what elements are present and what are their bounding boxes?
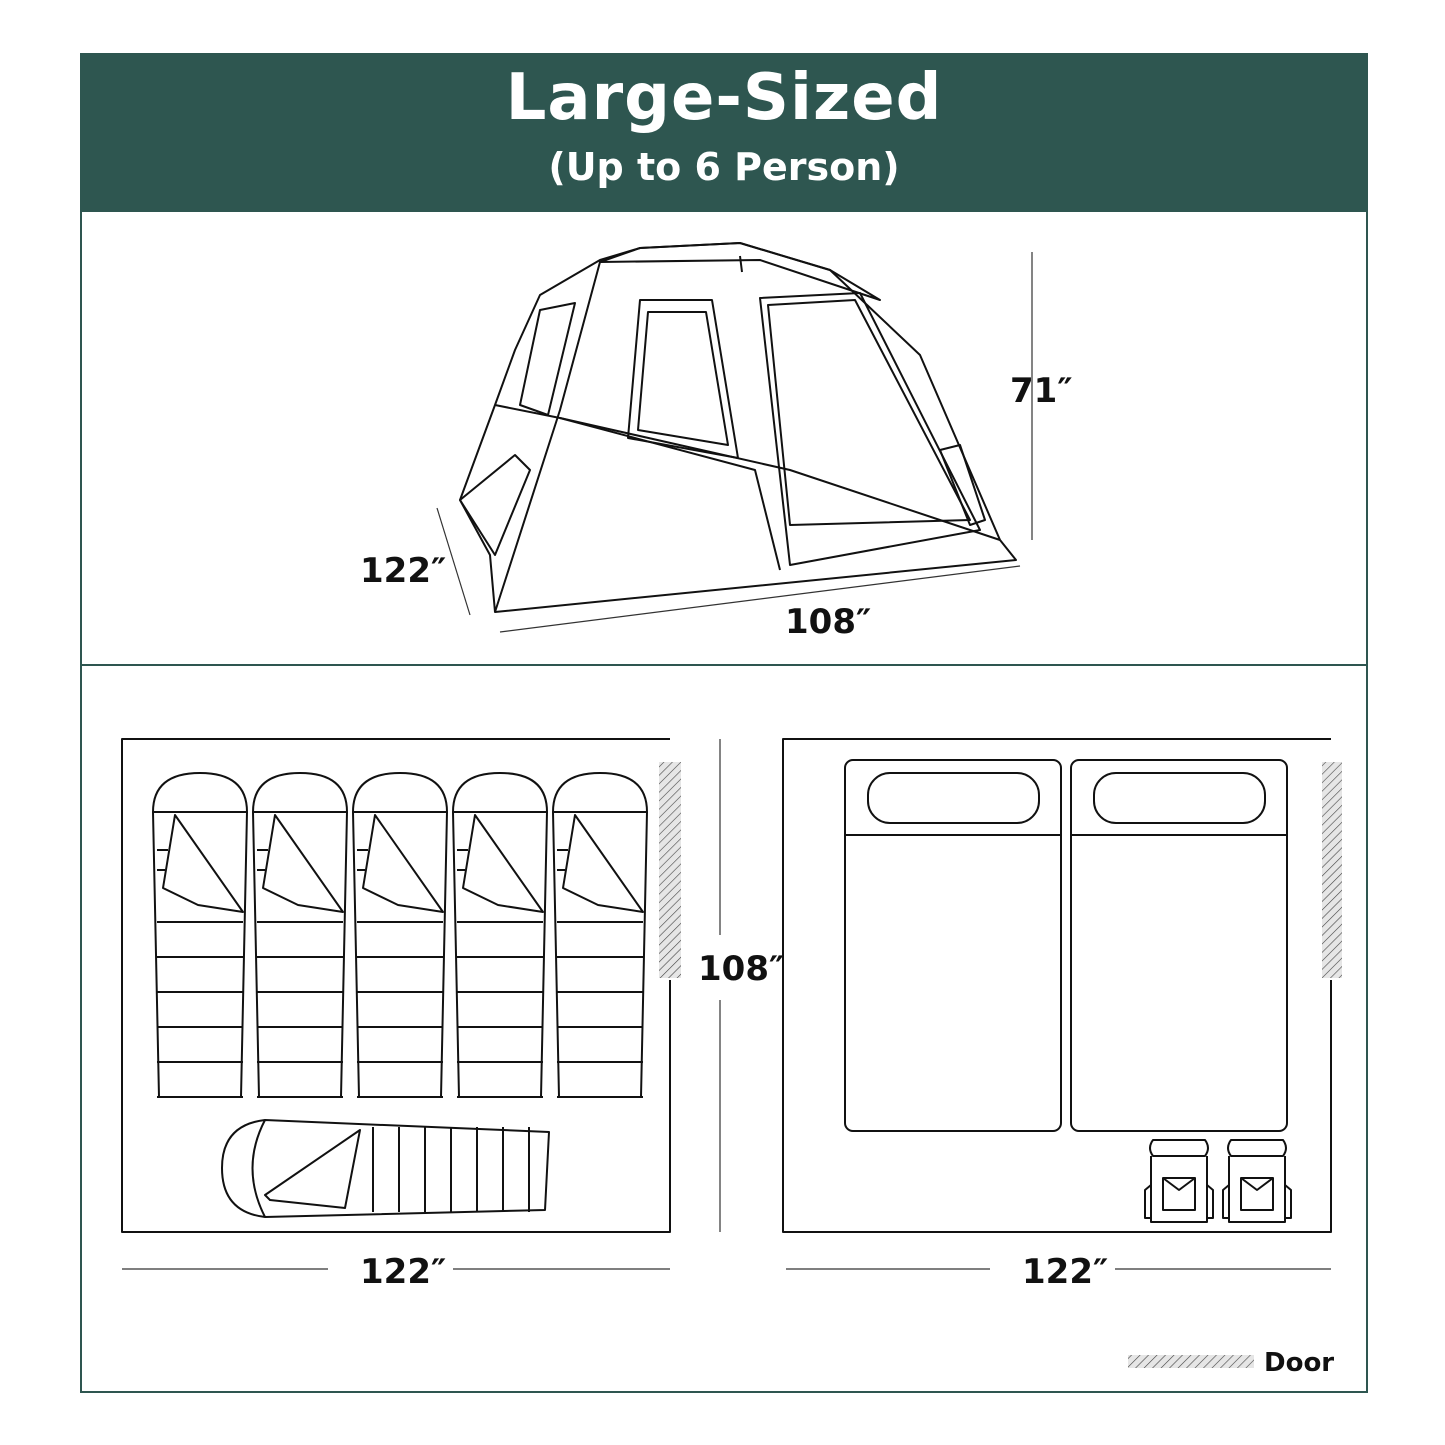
tent-illustration bbox=[459, 242, 1017, 613]
right-floor-width-label: 122″ bbox=[1022, 1252, 1108, 1292]
backpack-icon bbox=[1222, 1139, 1292, 1223]
sleeping-bag bbox=[252, 772, 348, 1098]
sleeping-bag-floorplan bbox=[121, 738, 681, 1233]
sleeping-bag bbox=[152, 772, 248, 1098]
page-subtitle: (Up to 6 Person) bbox=[548, 145, 900, 189]
sleeping-bag bbox=[352, 772, 448, 1098]
door-marker bbox=[659, 762, 681, 978]
section-divider bbox=[80, 664, 1368, 666]
sleeping-bag-horizontal bbox=[221, 1119, 550, 1218]
tent-depth-label: 122″ bbox=[360, 551, 446, 591]
door-legend-swatch bbox=[1128, 1355, 1254, 1368]
sleeping-bag bbox=[552, 772, 648, 1098]
tent-width-label: 108″ bbox=[785, 602, 871, 642]
mattress-floorplan bbox=[782, 738, 1342, 1233]
tent-height-label: 71″ bbox=[1010, 371, 1073, 411]
door-legend-label: Door bbox=[1264, 1348, 1334, 1378]
mattress bbox=[1070, 759, 1288, 1132]
sleeping-bag bbox=[452, 772, 548, 1098]
tent-dimension-lines bbox=[436, 252, 1033, 633]
left-floor-width-label: 122″ bbox=[360, 1252, 446, 1292]
door-marker bbox=[1322, 762, 1342, 978]
floor-depth-label: 108″ bbox=[698, 949, 784, 989]
backpack-icon bbox=[1144, 1139, 1214, 1223]
mattress bbox=[844, 759, 1062, 1132]
header-banner: Large-Sized (Up to 6 Person) bbox=[80, 53, 1368, 212]
page-title: Large-Sized bbox=[505, 61, 943, 135]
